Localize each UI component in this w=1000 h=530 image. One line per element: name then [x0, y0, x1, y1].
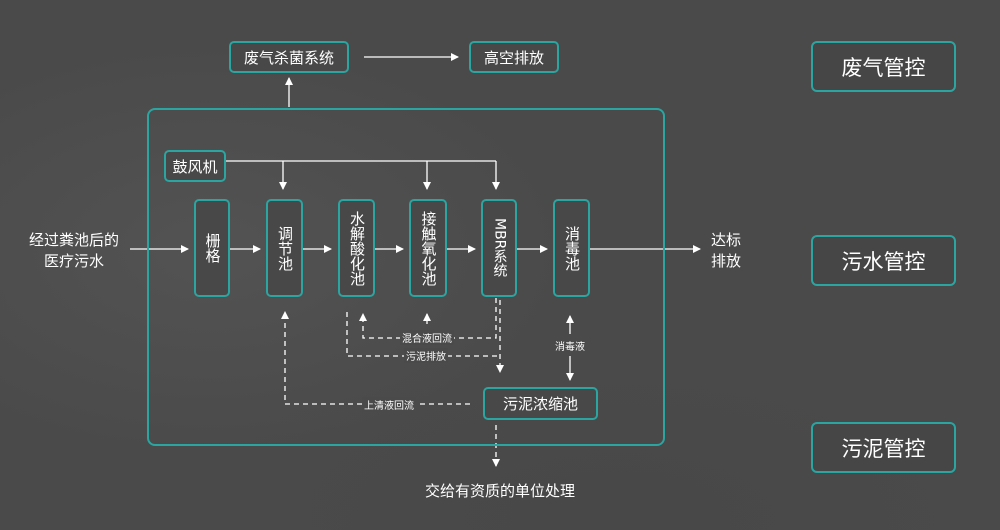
- blower-box: 鼓风机: [164, 150, 226, 182]
- dashed-sludge-discharge: [346, 312, 500, 357]
- category-sludge: 污泥管控: [811, 422, 956, 473]
- unit-disinfection-tank: 消毒池: [553, 199, 590, 297]
- unit-adjust-tank: 调节池: [266, 199, 303, 297]
- dashed-mixed-return: [359, 298, 497, 339]
- label-disinfectant: 消毒液: [553, 338, 587, 353]
- outlet-line1: 达标: [710, 231, 741, 249]
- category-water: 污水管控: [811, 235, 956, 286]
- inlet-line2: 医疗污水: [43, 252, 104, 270]
- gas-disinfection-box: 废气杀菌系统: [229, 41, 349, 73]
- sludge-thickening-tank: 污泥浓缩池: [483, 387, 598, 420]
- inlet-label: 经过粪池后的 医疗污水: [18, 230, 130, 272]
- final-disposal-label: 交给有资质的单位处理: [424, 482, 575, 500]
- unit-contact-oxidation: 接触氧化池: [409, 199, 447, 297]
- unit-grille: 栅格: [194, 199, 230, 297]
- label-supernatant-return: 上清液回流: [362, 397, 416, 412]
- label-sludge-discharge: 污泥排放: [404, 348, 448, 363]
- dashed-supernatant-return: [281, 311, 470, 405]
- label-mixed-return: 混合液回流: [400, 330, 454, 345]
- outlet-line2: 排放: [710, 252, 741, 270]
- unit-hydrolysis-tank: 水解酸化池: [338, 199, 375, 297]
- inlet-line1: 经过粪池后的: [28, 231, 119, 249]
- outlet-label: 达标 排放: [704, 230, 748, 272]
- sewage-treatment-area: [147, 108, 665, 446]
- unit-mbr-system: MBR系统: [481, 199, 517, 297]
- high-discharge-box: 高空排放: [469, 41, 559, 73]
- category-gas: 废气管控: [811, 41, 956, 92]
